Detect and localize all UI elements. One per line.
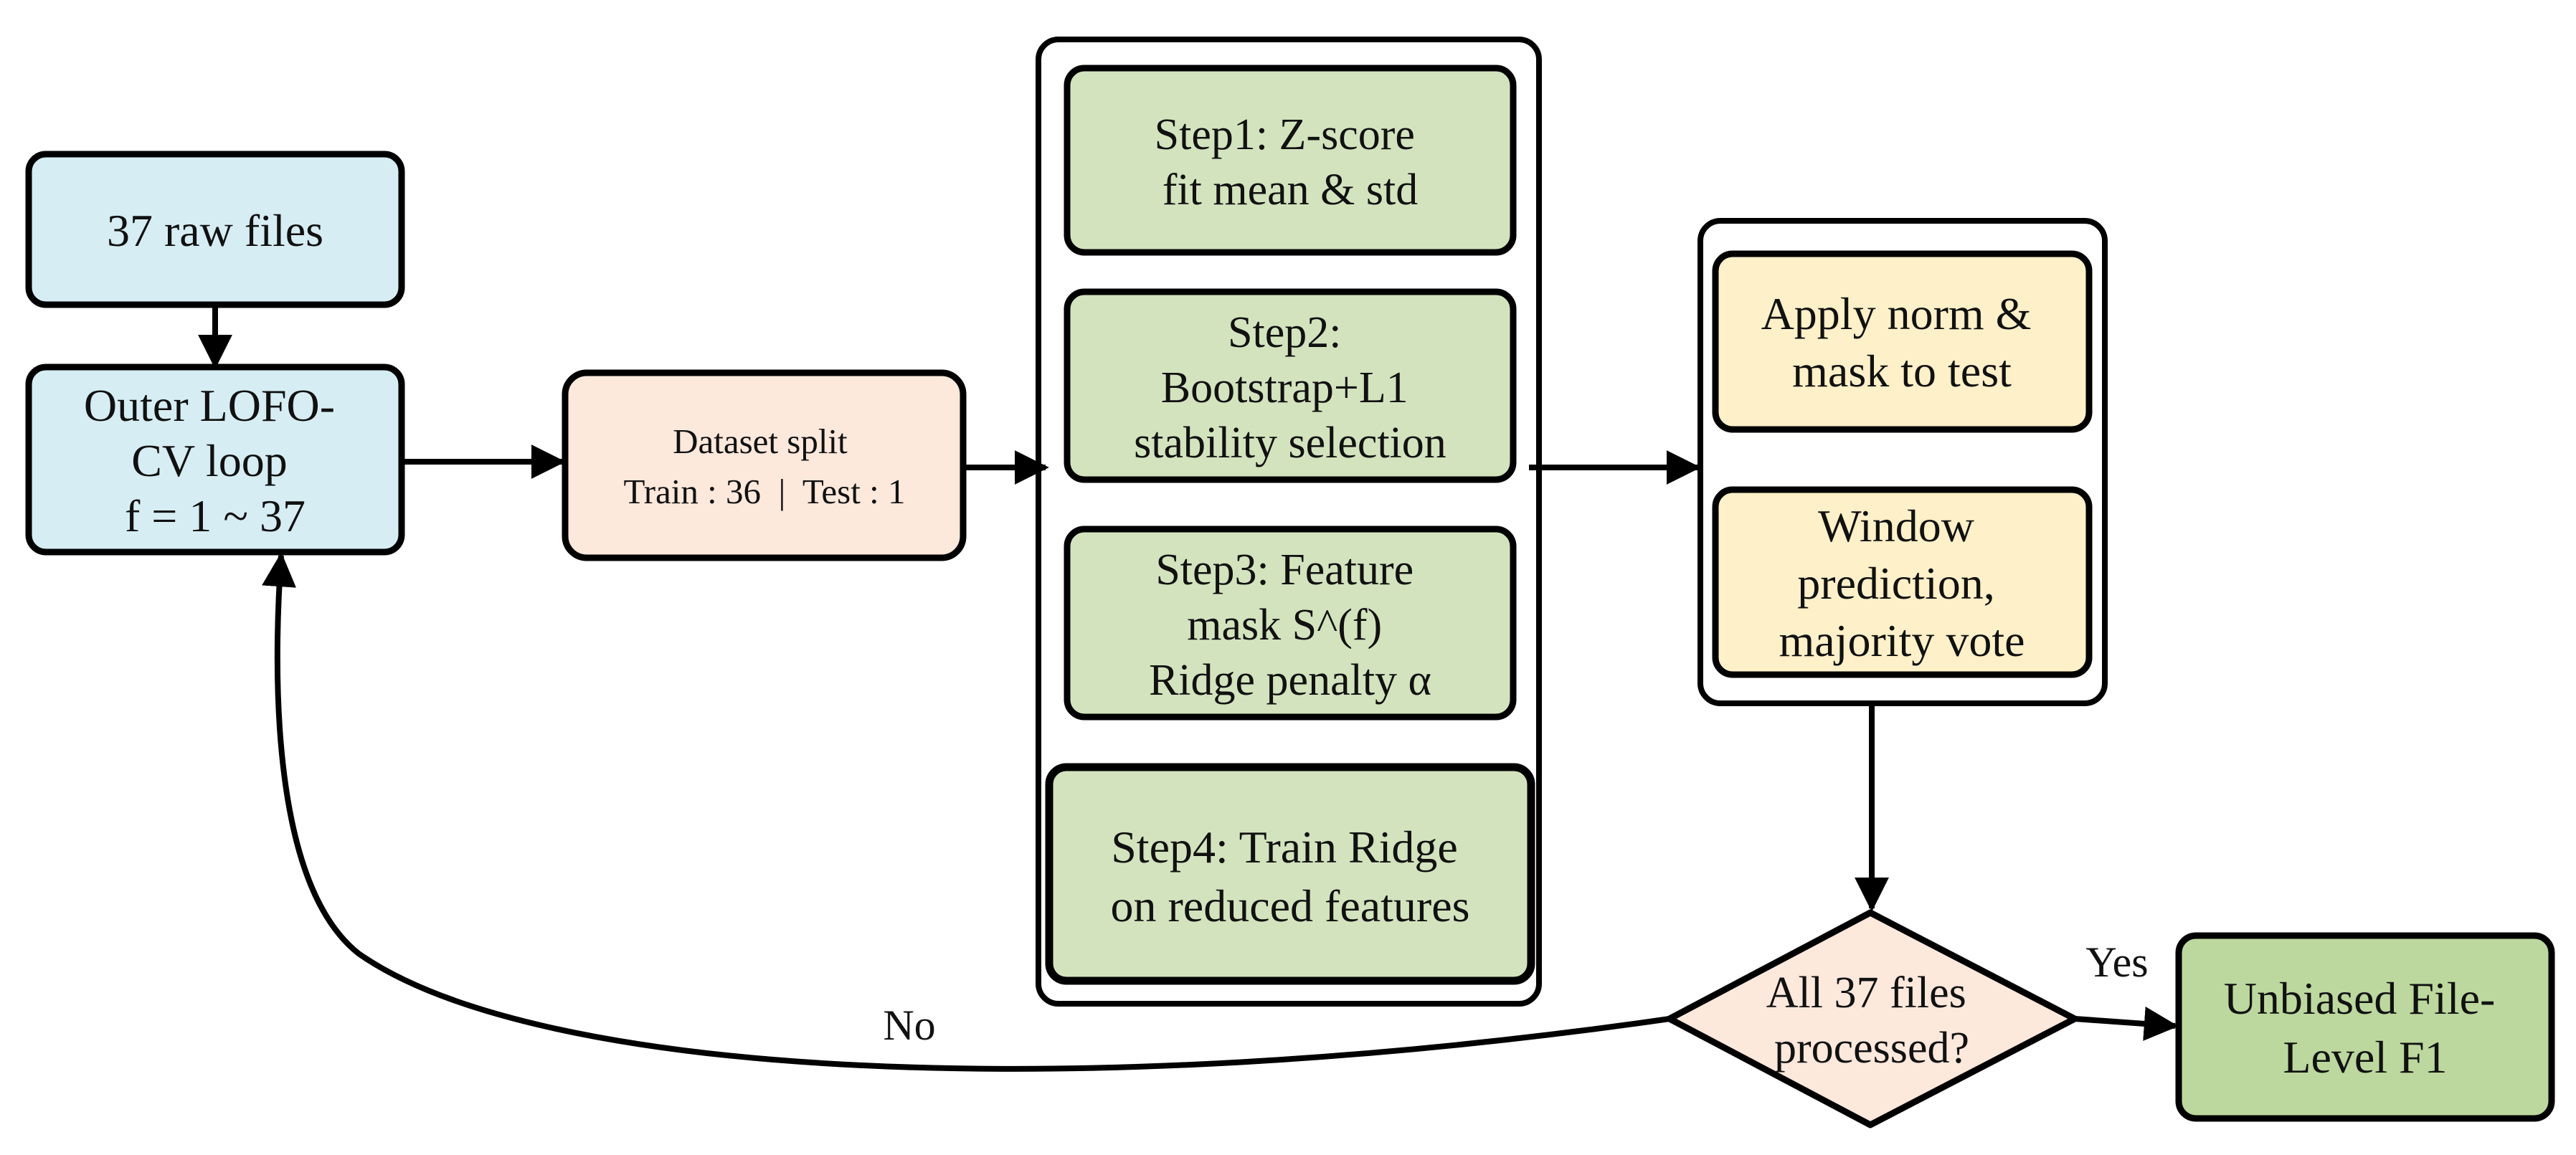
outer-loop-text: Outer LOFO- CV loop f = 1 ~ 37 — [84, 380, 346, 541]
step4-line-1: Step4: Train Ridge — [1111, 822, 1458, 873]
decision-line-1: All 37 files — [1766, 969, 1966, 1017]
arrow-decision-no-loop — [262, 552, 1670, 1072]
step2-line-1: Step2: — [1228, 308, 1341, 357]
step2-line-2: Bootstrap+L1 — [1161, 363, 1408, 412]
dataset-split-node: Dataset split Train : 36 | Test : 1 — [562, 369, 967, 561]
apply-norm-text: Apply norm & mask to test — [1761, 288, 2043, 396]
step3-line-2: mask S^(f) — [1187, 601, 1382, 650]
yes-label: Yes — [2085, 938, 2148, 986]
step3-line-1: Step3: Feature — [1155, 546, 1414, 594]
decision-line-2: processed? — [1774, 1024, 1969, 1073]
step1-box — [1064, 65, 1517, 256]
window-prediction-text: Window prediction, majority vote — [1779, 500, 2025, 666]
apply-norm-box — [1712, 250, 2093, 433]
raw-files-box — [25, 151, 405, 308]
step4-line-2: on reduced features — [1110, 880, 1469, 931]
step4-box — [1045, 763, 1535, 985]
step3-box — [1064, 526, 1517, 721]
decision-diamond — [1666, 909, 2078, 1128]
window-prediction-box — [1712, 486, 2093, 678]
window-prediction-line-3: majority vote — [1779, 615, 2025, 666]
step4-node: Step4: Train Ridge on reduced features — [1045, 763, 1535, 985]
apply-norm-node: Apply norm & mask to test — [1712, 250, 2093, 433]
dataset-split-line-2: Train : 36 | Test : 1 — [624, 472, 906, 511]
step1-line-2: fit mean & std — [1162, 166, 1418, 214]
decision-node: All 37 files processed? — [1666, 909, 2078, 1128]
final-f1-box — [2175, 932, 2555, 1122]
window-prediction-node: Window prediction, majority vote — [1712, 486, 2093, 678]
final-f1-line-1: Unbiased File- — [2224, 973, 2496, 1024]
step3-node: Step3: Feature mask S^(f) Ridge penalty … — [1064, 526, 1517, 721]
final-f1-line-2: Level F1 — [2283, 1032, 2447, 1083]
raw-files-node: 37 raw files — [25, 151, 405, 308]
step3-text: Step3: Feature mask S^(f) Ridge penalty … — [1149, 546, 1431, 705]
outer-loop-line-3: f = 1 ~ 37 — [125, 490, 306, 541]
step2-line-3: stability selection — [1134, 419, 1446, 467]
dataset-split-text: Dataset split Train : 36 | Test : 1 — [624, 422, 906, 511]
apply-norm-line-1: Apply norm & — [1761, 288, 2032, 339]
final-f1-text: Unbiased File- Level F1 — [2224, 973, 2507, 1083]
decision-text: All 37 files processed? — [1766, 969, 1977, 1073]
window-prediction-line-1: Window — [1818, 500, 1974, 551]
outer-loop-line-1: Outer LOFO- — [84, 380, 335, 431]
apply-norm-line-2: mask to test — [1792, 346, 2012, 396]
arrow-decision-yes — [2074, 1006, 2179, 1041]
step1-node: Step1: Z-score fit mean & std — [1064, 65, 1517, 256]
step3-line-3: Ridge penalty α — [1149, 656, 1431, 705]
window-prediction-line-2: prediction, — [1797, 558, 1994, 609]
raw-files-text: 37 raw files — [107, 205, 323, 256]
dataset-split-box — [562, 369, 967, 561]
step2-node: Step2: Bootstrap+L1 stability selection — [1064, 288, 1517, 483]
outer-loop-node: Outer LOFO- CV loop f = 1 ~ 37 — [25, 363, 405, 556]
final-f1-node: Unbiased File- Level F1 — [2175, 932, 2555, 1122]
raw-files-line-1: 37 raw files — [107, 205, 323, 256]
step2-box — [1064, 288, 1517, 483]
outer-loop-line-2: CV loop — [131, 435, 288, 486]
dataset-split-line-1: Dataset split — [673, 422, 848, 461]
step4-text: Step4: Train Ridge on reduced features — [1110, 822, 1469, 931]
step1-line-1: Step1: Z-score — [1155, 110, 1415, 159]
step1-text: Step1: Z-score fit mean & std — [1155, 110, 1426, 214]
steps-group-frame — [1036, 37, 1542, 1007]
step2-text: Step2: Bootstrap+L1 stability selection — [1134, 308, 1446, 467]
no-label: No — [883, 1002, 935, 1049]
connectors — [198, 306, 2179, 1072]
